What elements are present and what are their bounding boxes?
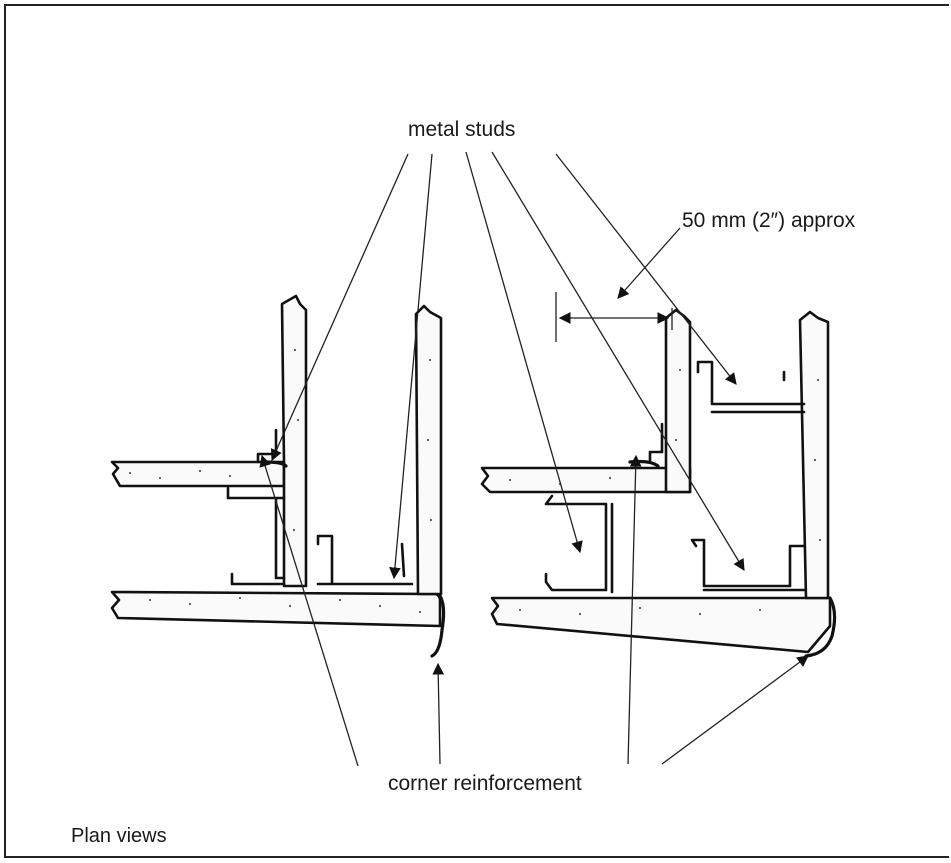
left-bottom-board: [110, 590, 442, 628]
left-stud-center: [316, 534, 414, 586]
left-board-texture: [128, 348, 433, 614]
metal-studs-label: metal studs: [408, 118, 516, 141]
metal-studs-leaders: [270, 151, 745, 580]
right-bottom-board: [490, 596, 832, 654]
right-plan-detail: [480, 308, 837, 658]
right-stud-upper: [696, 360, 806, 414]
right-board-texture: [508, 368, 822, 616]
left-outer-vertical-board: [414, 304, 443, 596]
right-partition-bead: [628, 459, 660, 468]
left-partition-board: [110, 460, 286, 488]
dimension-marker: [555, 227, 681, 342]
right-inner-vertical-board: [664, 308, 692, 494]
right-corner-bead: [804, 596, 837, 658]
left-stud-lower: [226, 486, 286, 586]
left-stud-upper: [256, 428, 278, 464]
corner-reinforcement-leaders: [259, 454, 809, 767]
corner-reinforcement-label: corner reinforcement: [388, 772, 582, 795]
right-stud-lower-right: [690, 538, 806, 592]
right-outer-vertical-board: [798, 310, 830, 600]
left-plan-detail: [110, 294, 446, 658]
diagram-frame: [4, 4, 949, 858]
right-stud-lower-left: [544, 494, 614, 594]
dimension-label: 50 mm (2″) approx: [682, 209, 856, 232]
plan-views-caption: Plan views: [71, 825, 167, 847]
right-partition-board: [480, 466, 692, 494]
right-stud-partition: [648, 422, 664, 464]
left-corner-bead: [430, 594, 446, 658]
left-inner-vertical-board: [280, 294, 308, 588]
